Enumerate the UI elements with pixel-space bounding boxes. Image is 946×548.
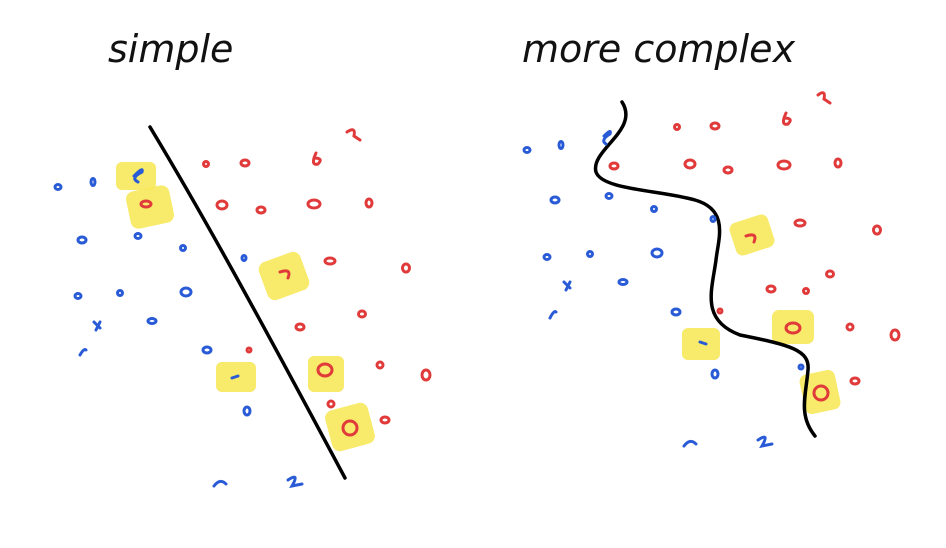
data-point bbox=[76, 235, 88, 245]
panel-complex bbox=[522, 91, 901, 449]
data-point bbox=[608, 161, 620, 171]
data-point bbox=[139, 199, 153, 209]
data-point bbox=[872, 224, 882, 236]
class-a-points bbox=[53, 168, 304, 489]
decision-boundary-simple bbox=[148, 125, 347, 480]
data-point bbox=[202, 160, 210, 168]
data-point bbox=[239, 158, 251, 168]
misclassified-highlight bbox=[799, 369, 841, 415]
data-point bbox=[793, 218, 807, 228]
class-b-points bbox=[608, 91, 901, 402]
data-point bbox=[420, 368, 432, 382]
data-point bbox=[78, 348, 88, 357]
data-point bbox=[604, 192, 614, 200]
data-point bbox=[816, 91, 832, 105]
data-point bbox=[341, 419, 359, 437]
data-point bbox=[53, 183, 63, 191]
data-point bbox=[765, 284, 777, 294]
misclassified-highlight bbox=[308, 356, 344, 392]
data-point bbox=[133, 232, 143, 240]
data-point bbox=[781, 111, 792, 126]
data-point bbox=[240, 254, 248, 262]
data-point bbox=[345, 128, 362, 142]
decision-boundary-complex bbox=[593, 100, 817, 438]
data-point bbox=[201, 345, 213, 355]
data-point bbox=[889, 328, 901, 342]
panel-title-complex: more complex bbox=[522, 27, 796, 71]
misclassified-highlight bbox=[258, 251, 310, 301]
data-point bbox=[311, 151, 322, 166]
data-point bbox=[709, 121, 721, 131]
data-point bbox=[683, 158, 697, 170]
data-point bbox=[557, 140, 565, 150]
data-point bbox=[375, 360, 385, 370]
data-point bbox=[357, 309, 367, 319]
data-point bbox=[617, 278, 629, 286]
data-point bbox=[326, 399, 336, 409]
misclassified-highlight bbox=[682, 328, 720, 360]
data-point bbox=[802, 287, 810, 295]
data-point bbox=[132, 168, 144, 184]
data-point bbox=[73, 292, 83, 300]
misclassified-highlight bbox=[772, 310, 814, 344]
data-point bbox=[542, 253, 552, 261]
data-point bbox=[673, 123, 681, 131]
data-point bbox=[698, 340, 708, 346]
class-b-points bbox=[139, 128, 432, 437]
data-point bbox=[709, 215, 717, 223]
data-point bbox=[379, 415, 391, 425]
data-point bbox=[294, 322, 306, 332]
data-point bbox=[548, 310, 558, 320]
data-point bbox=[215, 199, 229, 211]
data-point bbox=[812, 384, 830, 402]
data-point bbox=[286, 475, 304, 489]
panel-title-simple: simple bbox=[108, 27, 233, 71]
data-point bbox=[146, 317, 158, 325]
data-point bbox=[845, 322, 855, 332]
data-point bbox=[849, 376, 861, 386]
data-point bbox=[650, 247, 664, 259]
data-point bbox=[756, 435, 774, 449]
data-point bbox=[670, 307, 682, 317]
data-point bbox=[278, 269, 291, 280]
data-point bbox=[212, 479, 228, 488]
data-point bbox=[306, 198, 322, 210]
data-point bbox=[586, 250, 594, 258]
data-point bbox=[92, 320, 102, 332]
data-point bbox=[116, 289, 124, 297]
data-point bbox=[602, 129, 612, 146]
data-point bbox=[682, 439, 698, 448]
data-point bbox=[722, 165, 734, 175]
panel-simple bbox=[53, 125, 432, 489]
data-point bbox=[179, 286, 193, 298]
data-point bbox=[245, 346, 253, 354]
data-point bbox=[522, 146, 532, 154]
class-a-points bbox=[522, 129, 805, 449]
data-point bbox=[323, 256, 337, 266]
data-point bbox=[242, 405, 252, 417]
data-point bbox=[401, 262, 411, 274]
data-point bbox=[255, 205, 267, 215]
data-point bbox=[650, 205, 658, 213]
misclassified-highlight bbox=[325, 402, 375, 452]
data-point bbox=[230, 374, 240, 380]
data-point bbox=[784, 321, 802, 335]
data-point bbox=[710, 368, 720, 380]
data-point bbox=[833, 157, 843, 169]
data-point bbox=[797, 363, 805, 371]
data-point bbox=[89, 177, 97, 187]
data-point bbox=[316, 362, 334, 378]
data-point bbox=[825, 269, 835, 279]
data-point bbox=[549, 195, 561, 205]
data-point bbox=[744, 233, 757, 244]
data-point bbox=[179, 244, 187, 252]
data-point bbox=[776, 159, 792, 171]
data-point bbox=[364, 197, 374, 209]
data-point bbox=[716, 307, 724, 315]
data-point bbox=[562, 280, 572, 292]
